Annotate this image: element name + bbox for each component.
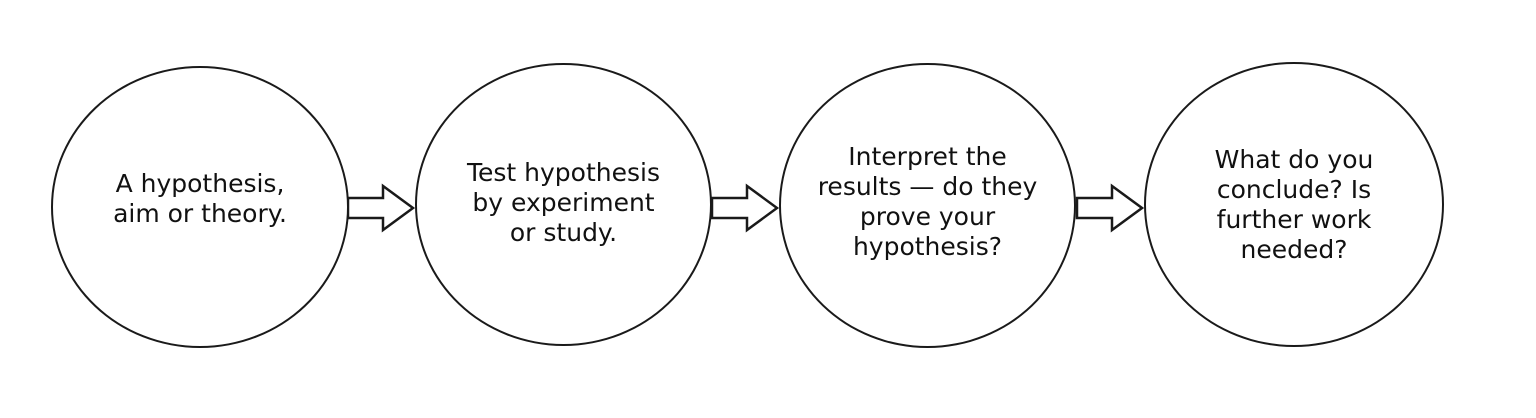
- step-3-text: Interpret the results — do they prove yo…: [817, 141, 1038, 261]
- step-1-circle: A hypothesis, aim or theory.: [51, 66, 349, 348]
- step-1-text: A hypothesis, aim or theory.: [113, 169, 287, 228]
- arrow-1-icon: [346, 183, 416, 233]
- arrow-2-icon: [710, 183, 780, 233]
- step-3-circle: Interpret the results — do they prove yo…: [779, 63, 1076, 348]
- arrow-3-icon: [1075, 183, 1145, 233]
- step-4-circle: What do you conclude? Is further work ne…: [1144, 62, 1444, 347]
- step-2-text: Test hypothesis by experiment or study.: [466, 157, 660, 247]
- step-2-circle: Test hypothesis by experiment or study.: [415, 63, 712, 346]
- step-4-text: What do you conclude? Is further work ne…: [1214, 144, 1374, 264]
